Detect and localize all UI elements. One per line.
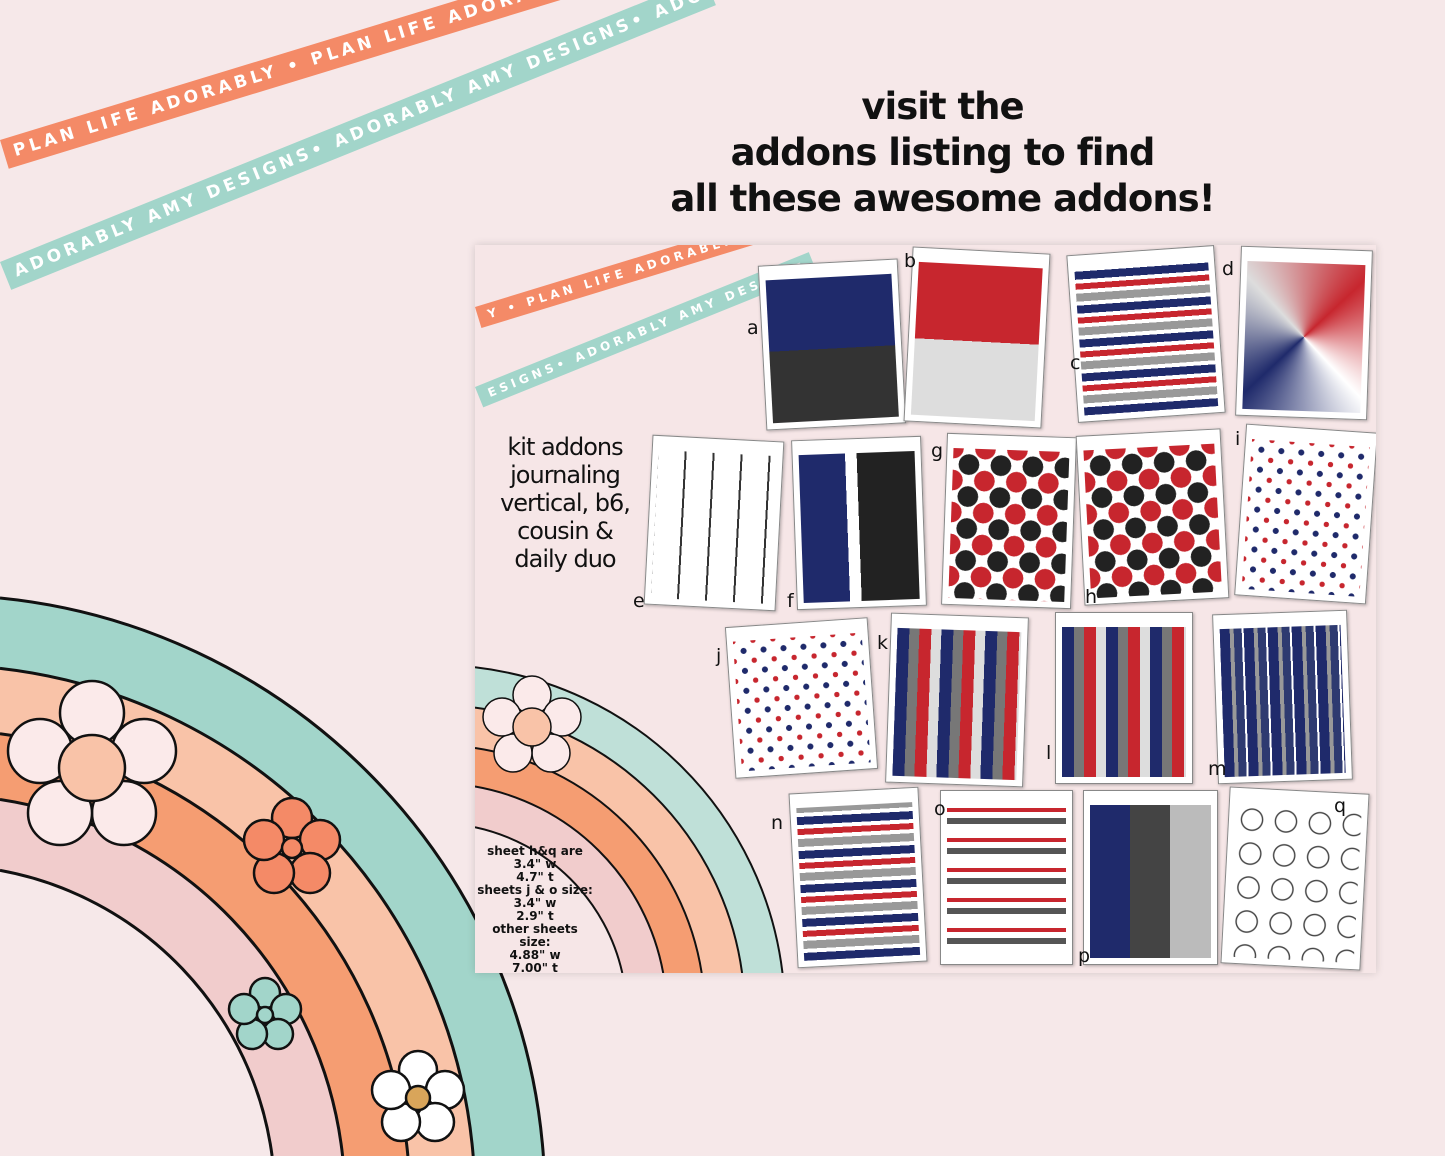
sheet-preview: [796, 802, 921, 961]
sheet-c: [1066, 245, 1226, 423]
sheet-preview: [1090, 805, 1211, 958]
sheet-letter-label: b: [904, 250, 917, 272]
headline-line: all these awesome addons!: [670, 177, 1215, 220]
spec-line: 4.7" t: [516, 870, 554, 884]
sheet-preview: [650, 450, 777, 604]
sheet-l: [1055, 612, 1193, 784]
sheet-preview: [1074, 260, 1219, 416]
sheet-letter-label: a: [747, 317, 759, 339]
sheet-k: [885, 612, 1029, 788]
sheet-g: [941, 432, 1077, 610]
sheet-preview: [892, 627, 1022, 781]
sheet-h: [1075, 428, 1230, 606]
sheet-letter-label: j: [716, 645, 722, 667]
sheet-o: [940, 790, 1073, 965]
sheet-preview: [1083, 443, 1222, 599]
sheet-letter-label: p: [1078, 945, 1091, 967]
sheet-d: [1235, 245, 1373, 421]
sheet-e: [643, 434, 785, 612]
spec-line: other sheets size:: [492, 922, 578, 949]
headline-line: visit the: [861, 85, 1024, 128]
headline-line: addons listing to find: [730, 131, 1156, 174]
sheet-letter-label: f: [787, 590, 794, 612]
sheet-letter-label: e: [633, 590, 645, 612]
spec-line: 7.00" t: [512, 961, 558, 974]
kit-title-line: journaling: [510, 461, 621, 489]
kit-title: kit addons journaling vertical, b6, cous…: [490, 433, 640, 573]
rainbow-illustration: [475, 666, 784, 973]
sheet-n: [788, 786, 928, 969]
sheet-preview: [798, 451, 920, 603]
rainbow-illustration: [0, 596, 545, 1156]
sheet-b: [903, 246, 1051, 429]
sheet-letter-label: m: [1208, 758, 1227, 780]
flower-icon: [482, 675, 582, 773]
sheet-letter-label: n: [771, 812, 784, 834]
sheet-i: [1234, 423, 1376, 605]
sheet-letter-label: d: [1222, 258, 1235, 280]
addons-preview-card: Y • PLAN LIFE ADORABLY • PLAN LIFE ESIGN…: [475, 245, 1376, 973]
sheet-letter-label: l: [1046, 742, 1052, 764]
sheet-j: [724, 617, 879, 779]
sheet-m: [1212, 609, 1353, 785]
flower-icon: [6, 679, 466, 1143]
sheet-a: [757, 258, 907, 431]
sheet-p: [1083, 790, 1218, 965]
spec-line: sheet h&q are: [487, 844, 583, 858]
sheet-letter-label: c: [1070, 352, 1081, 374]
sheet-preview: [948, 448, 1070, 602]
spec-line: 3.4" w: [513, 857, 557, 871]
sheet-preview: [1219, 624, 1346, 778]
sheet-letter-label: q: [1334, 795, 1347, 817]
sheet-preview: [910, 261, 1043, 422]
kit-title-line: cousin &: [517, 517, 614, 545]
sheet-letter-label: k: [877, 632, 889, 654]
headline: visit the addons listing to find all the…: [660, 84, 1225, 222]
sheet-size-specs: sheet h&q are 3.4" w 4.7" t sheets j & o…: [475, 844, 595, 974]
spec-line: 3.4" w: [513, 896, 557, 910]
kit-title-line: vertical, b6,: [500, 489, 631, 517]
spec-line: 2.9" t: [516, 909, 554, 923]
spec-line: sheets j & o size:: [477, 883, 593, 897]
sheet-preview: [732, 632, 871, 772]
sheet-q: [1220, 786, 1370, 971]
sheet-letter-label: h: [1085, 586, 1098, 608]
sheet-preview: [765, 273, 899, 424]
sheet-preview: [1242, 260, 1366, 414]
sheet-preview: [1241, 439, 1370, 597]
sheet-letter-label: g: [931, 440, 944, 462]
sheet-f: [791, 435, 927, 611]
sheet-preview: [1227, 801, 1362, 964]
sheet-letter-label: o: [934, 798, 946, 820]
sheet-preview: [947, 805, 1066, 958]
sheet-preview: [1062, 627, 1186, 777]
spec-line: 4.88" w: [509, 948, 561, 962]
kit-title-line: daily duo: [514, 545, 616, 573]
kit-title-line: kit addons: [507, 433, 623, 461]
sheet-letter-label: i: [1235, 428, 1241, 450]
